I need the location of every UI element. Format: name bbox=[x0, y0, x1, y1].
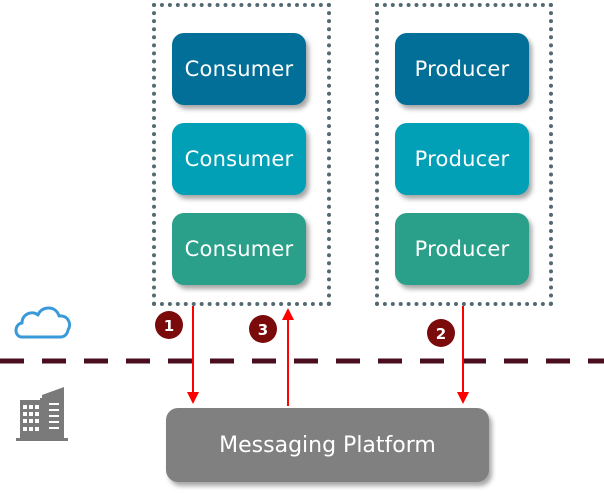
step-badge-2-number: 2 bbox=[436, 325, 446, 343]
consumer-node-label: Consumer bbox=[184, 147, 294, 171]
consumer-node-label: Consumer bbox=[184, 237, 294, 261]
messaging-platform[interactable]: Messaging Platform bbox=[166, 408, 489, 482]
cloud-icon bbox=[14, 306, 72, 339]
step-badge-1-number: 1 bbox=[164, 317, 174, 335]
step-badge-3-number: 3 bbox=[258, 321, 268, 339]
consumer-node-2[interactable]: Consumer bbox=[172, 123, 306, 195]
producer-node-1[interactable]: Producer bbox=[395, 33, 529, 105]
producer-node-label: Producer bbox=[414, 237, 510, 261]
producer-node-label: Producer bbox=[414, 57, 510, 81]
consumer-node-3[interactable]: Consumer bbox=[172, 213, 306, 285]
producer-group bbox=[375, 3, 553, 306]
building-icon bbox=[16, 387, 68, 441]
step-badge-2: 2 bbox=[427, 319, 455, 347]
producer-node-label: Producer bbox=[414, 147, 510, 171]
step-badge-1: 1 bbox=[155, 311, 183, 339]
consumer-node-label: Consumer bbox=[184, 57, 294, 81]
consumer-group bbox=[152, 3, 331, 306]
messaging-platform-label: Messaging Platform bbox=[219, 432, 436, 458]
producer-node-2[interactable]: Producer bbox=[395, 123, 529, 195]
step-badge-3: 3 bbox=[249, 315, 277, 343]
consumer-node-1[interactable]: Consumer bbox=[172, 33, 306, 105]
producer-node-3[interactable]: Producer bbox=[395, 213, 529, 285]
